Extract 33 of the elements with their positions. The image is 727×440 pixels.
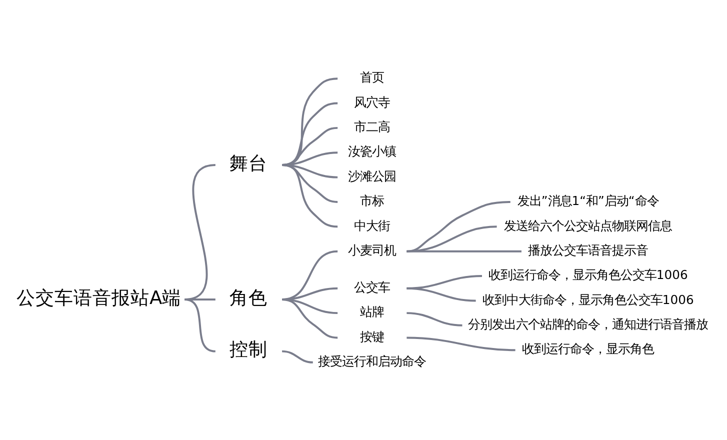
node-text: 收到中大街命令，显示角色公交车1006 <box>482 292 694 306</box>
node-text: 公交车语音报站A端 <box>16 287 182 308</box>
node-text: 收到运行命令，显示角色 <box>522 342 654 356</box>
node-text: 舞台 <box>230 152 268 174</box>
connector <box>406 286 476 302</box>
node-text: 按键 <box>360 329 384 344</box>
node-text: 汝瓷小镇 <box>348 144 396 158</box>
node-text: 市标 <box>360 194 384 208</box>
node-text: 市二高 <box>354 120 390 134</box>
node-text: 收到运行命令，显示角色公交车1006 <box>488 268 688 282</box>
node-text: 分别发出六个站牌的命令，通知进行语音播放 <box>468 316 708 331</box>
connector <box>406 200 510 252</box>
node-text: 中大街 <box>354 218 390 232</box>
node-text: 发出”消息1“和”启动“命令 <box>517 194 659 208</box>
node-text: 首页 <box>360 70 384 84</box>
connector <box>184 298 216 352</box>
connector <box>406 336 516 351</box>
connector <box>406 250 522 252</box>
connector <box>282 350 313 363</box>
connector <box>406 225 497 252</box>
connector <box>282 163 338 228</box>
node-text: 播放公交车语音提示音 <box>528 242 648 257</box>
node-text: 角色 <box>230 287 268 308</box>
node-text: 小麦司机 <box>348 242 396 257</box>
node-text: 沙滩公园 <box>348 168 396 183</box>
node-text: 发送给六个公交站点物联网信息 <box>504 218 672 232</box>
node-text: 风穴寺 <box>354 94 390 109</box>
node-text: 站牌 <box>360 304 384 319</box>
node-text: 公交车 <box>354 280 390 294</box>
connector <box>406 312 462 326</box>
connector <box>282 298 338 338</box>
node-text: 控制 <box>230 339 268 360</box>
node-text: 接受运行和启动命令 <box>318 354 426 368</box>
